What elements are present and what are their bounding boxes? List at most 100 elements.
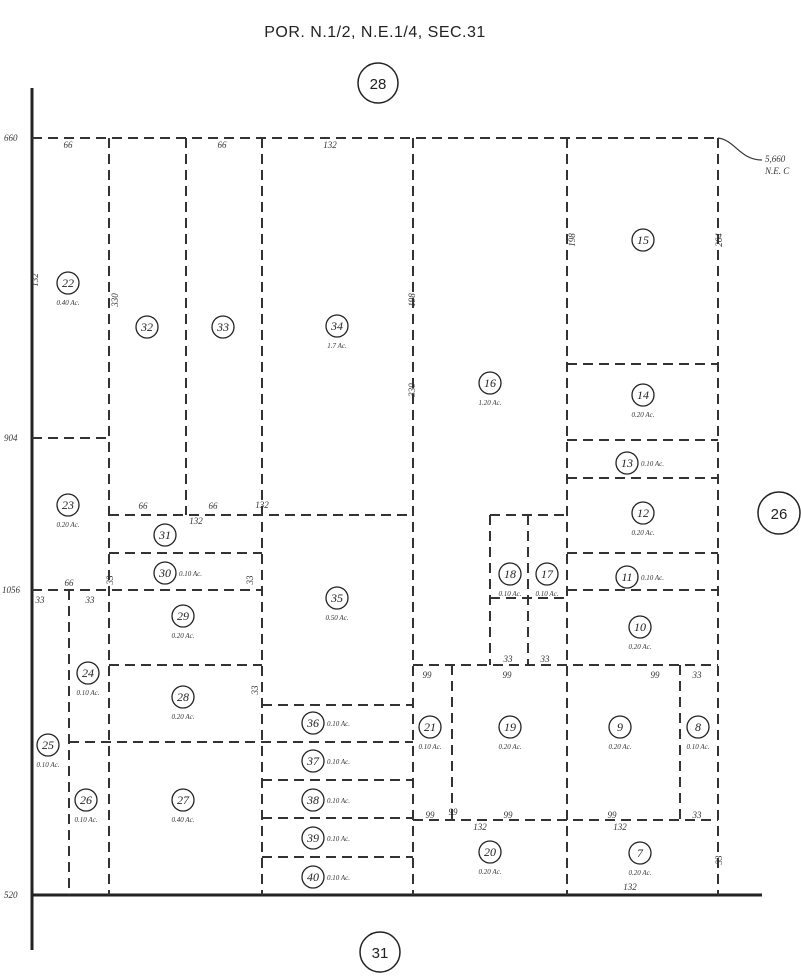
lot-number: 18	[504, 567, 516, 581]
lot-acreage: 0.10 Ac.	[641, 574, 664, 582]
section-26-label: 26	[771, 506, 788, 523]
dimension-label: 132	[30, 273, 40, 287]
lot-acreage: 0.10 Ac.	[418, 743, 441, 751]
lot-28: 280.20 Ac.	[171, 685, 195, 721]
lot-acreage: 0.10 Ac.	[179, 570, 202, 578]
lot-number: 11	[621, 570, 632, 584]
lot-circle	[535, 562, 559, 586]
lot-circle	[76, 661, 100, 685]
lot-circle	[628, 841, 652, 865]
lot-17: 17 0.10 Ac.	[535, 562, 559, 598]
lot-circle	[36, 733, 60, 757]
dimension-label: 99	[651, 670, 661, 680]
lot-circle	[325, 586, 349, 610]
lot-acreage: 0.20 Ac.	[171, 632, 194, 640]
dimension-label: 132	[189, 516, 203, 526]
dimension-label: 99	[426, 810, 436, 820]
lot-number: 12	[637, 506, 649, 520]
lot-number: 38	[306, 793, 319, 807]
section-31-label: 31	[372, 945, 389, 962]
lot-38: 38 0.10 Ac.	[301, 788, 350, 812]
scale-label: 904	[4, 433, 18, 443]
lot-circle	[56, 493, 80, 517]
lot-acreage: 0.10 Ac.	[74, 816, 97, 824]
lot-29: 290.20 Ac.	[171, 604, 195, 640]
lot-number: 33	[216, 320, 229, 334]
lot-number: 20	[484, 845, 496, 859]
lot-acreage: 0.10 Ac.	[327, 797, 350, 805]
lot-32: 32	[135, 315, 159, 339]
dimension-label: 198	[567, 233, 577, 247]
lot-acreage: 0.10 Ac.	[36, 761, 59, 769]
lot-circle	[608, 715, 632, 739]
lot-number: 9	[617, 720, 623, 734]
lot-number: 39	[306, 831, 319, 845]
lot-acreage: 0.20 Ac.	[631, 411, 654, 419]
lot-circle	[171, 788, 195, 812]
dimension-label: 33	[105, 575, 115, 586]
lot-23: 230.20 Ac.	[56, 493, 80, 529]
lot-18: 180.10 Ac.	[498, 562, 522, 598]
dimension-label: 66	[218, 140, 228, 150]
lot-number: 24	[82, 666, 94, 680]
lot-circle	[631, 228, 655, 252]
dimension-label: 198	[407, 293, 417, 307]
lot-20: 200.20 Ac.	[478, 840, 502, 876]
lot-16: 161.20 Ac.	[478, 371, 502, 407]
lot-acreage: 0.20 Ac.	[628, 643, 651, 651]
lot-acreage: 0.10 Ac.	[535, 590, 558, 598]
lot-circle	[153, 561, 177, 585]
dimension-label: 132	[255, 500, 269, 510]
dimension-label: 264	[714, 233, 724, 247]
lot-12: 120.20 Ac.	[631, 501, 655, 537]
lot-11: 11 0.10 Ac.	[615, 565, 664, 589]
dimension-label: 33	[35, 595, 46, 605]
lot-acreage: 0.20 Ac.	[498, 743, 521, 751]
lot-number: 32	[140, 320, 153, 334]
lot-number: 27	[177, 793, 190, 807]
lot-35: 350.50 Ac.	[325, 586, 349, 622]
lot-acreage: 1.20 Ac.	[478, 399, 501, 407]
lot-22: 220.40 Ac.	[56, 271, 80, 307]
corner-leader-line	[717, 137, 763, 161]
lot-acreage: 0.20 Ac.	[56, 521, 79, 529]
lot-number: 34	[330, 319, 343, 333]
lot-number: 22	[62, 276, 74, 290]
lot-circle	[418, 715, 442, 739]
lot-circle	[301, 749, 325, 773]
lot-10: 100.20 Ac.	[628, 615, 652, 651]
section-28-label: 28	[370, 76, 387, 93]
lot-circle	[478, 371, 502, 395]
lot-acreage: 0.10 Ac.	[327, 720, 350, 728]
lot-circle	[498, 715, 522, 739]
lot-acreage: 0.10 Ac.	[641, 460, 664, 468]
lot-7: 70.20 Ac.	[628, 841, 652, 877]
lot-circle	[615, 565, 639, 589]
dimension-label: 33	[540, 654, 551, 664]
dimension-label: 132	[613, 822, 627, 832]
lot-acreage: 0.10 Ac.	[76, 689, 99, 697]
dimension-label: 66	[209, 501, 219, 511]
dimension-label: 33	[692, 810, 703, 820]
lot-25: 250.10 Ac.	[36, 733, 60, 769]
lot-circle	[171, 685, 195, 709]
map-title: POR. N.1/2, N.E.1/4, SEC.31	[264, 24, 486, 41]
dimension-label: 66	[64, 140, 74, 150]
dimension-label: 99	[608, 810, 618, 820]
lot-circle	[301, 711, 325, 735]
lot-number: 15	[637, 233, 649, 247]
dimension-label: 132	[323, 140, 337, 150]
lot-circle	[631, 383, 655, 407]
dimension-label: 33	[714, 855, 724, 866]
lot-24: 24 0.10 Ac.	[76, 661, 100, 697]
dimension-label: 33	[503, 654, 514, 664]
lot-19: 190.20 Ac.	[498, 715, 522, 751]
lot-number: 31	[158, 528, 171, 542]
lot-number: 30	[158, 566, 171, 580]
lot-14: 140.20 Ac.	[631, 383, 655, 419]
lot-circle	[301, 826, 325, 850]
lot-number: 17	[541, 567, 554, 581]
